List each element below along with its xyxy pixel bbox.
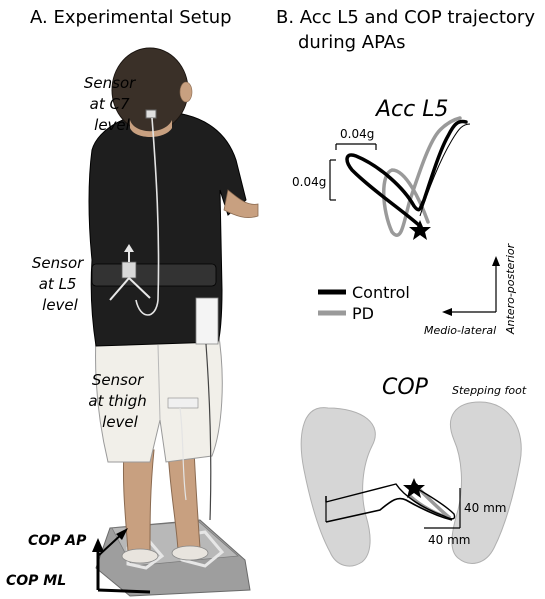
acc-l5-plot: 0.04g 0.04g	[292, 116, 471, 240]
antero-posterior-label: Antero-posterior	[504, 242, 517, 335]
left-leg	[122, 447, 155, 553]
cop-ml-label: COP ML	[6, 573, 66, 589]
left-shoe	[121, 548, 159, 564]
thigh-strap	[167, 397, 199, 409]
medio-lateral-label: Medio-lateral	[424, 324, 496, 337]
cop-plot: 40 mm 40 mm	[300, 401, 522, 567]
waist-belt	[91, 263, 217, 287]
acc-scale-x-label: 0.04g	[340, 127, 374, 141]
stepping-foot-label: Stepping foot	[452, 384, 527, 397]
sensor-cable	[135, 117, 160, 316]
antero-posterior-arrow-icon	[492, 256, 500, 266]
medio-lateral-arrow-icon	[442, 308, 452, 316]
right-footprint	[449, 401, 522, 564]
sensor-l5-label: Sensor at L5 level	[32, 254, 88, 314]
sensor-c7-label: Sensor at C7 level	[84, 74, 140, 134]
left-footprint	[300, 407, 376, 567]
legend-label-pd: PD	[352, 304, 374, 323]
cop-axes-arrows	[92, 528, 151, 594]
acc-scale-y-label: 0.04g	[292, 175, 326, 189]
cop-scale-y-label: 40 mm	[464, 501, 506, 515]
experimental-setup-photo	[88, 47, 259, 597]
cop-ap-label: COP AP	[28, 533, 87, 549]
acc-control-trajectory	[345, 119, 468, 228]
black-shirt	[88, 111, 247, 347]
acc-l5-title: Acc L5	[374, 97, 449, 122]
acc-start-star-icon	[409, 220, 431, 240]
direction-axes	[442, 256, 500, 316]
sensor-thigh-label: Sensor at thigh level	[88, 371, 151, 431]
acc-scale-bars	[329, 143, 377, 201]
legend-label-control: Control	[352, 283, 410, 302]
cop-start-star-icon	[403, 478, 425, 498]
legend: Control PD	[318, 283, 410, 323]
cop-title: COP	[382, 375, 429, 400]
right-shoe	[171, 545, 209, 561]
l5-sensor	[109, 244, 151, 301]
acc-pd-trajectory	[382, 116, 462, 237]
panel-a-title: A. Experimental Setup	[30, 7, 232, 28]
recorder-box	[195, 297, 219, 345]
cop-scale-x-label: 40 mm	[428, 533, 470, 547]
panel-b-title: B. Acc L5 and COP trajectory during APAs	[276, 7, 541, 53]
right-arm	[223, 189, 259, 218]
c7-sensor	[145, 109, 157, 119]
